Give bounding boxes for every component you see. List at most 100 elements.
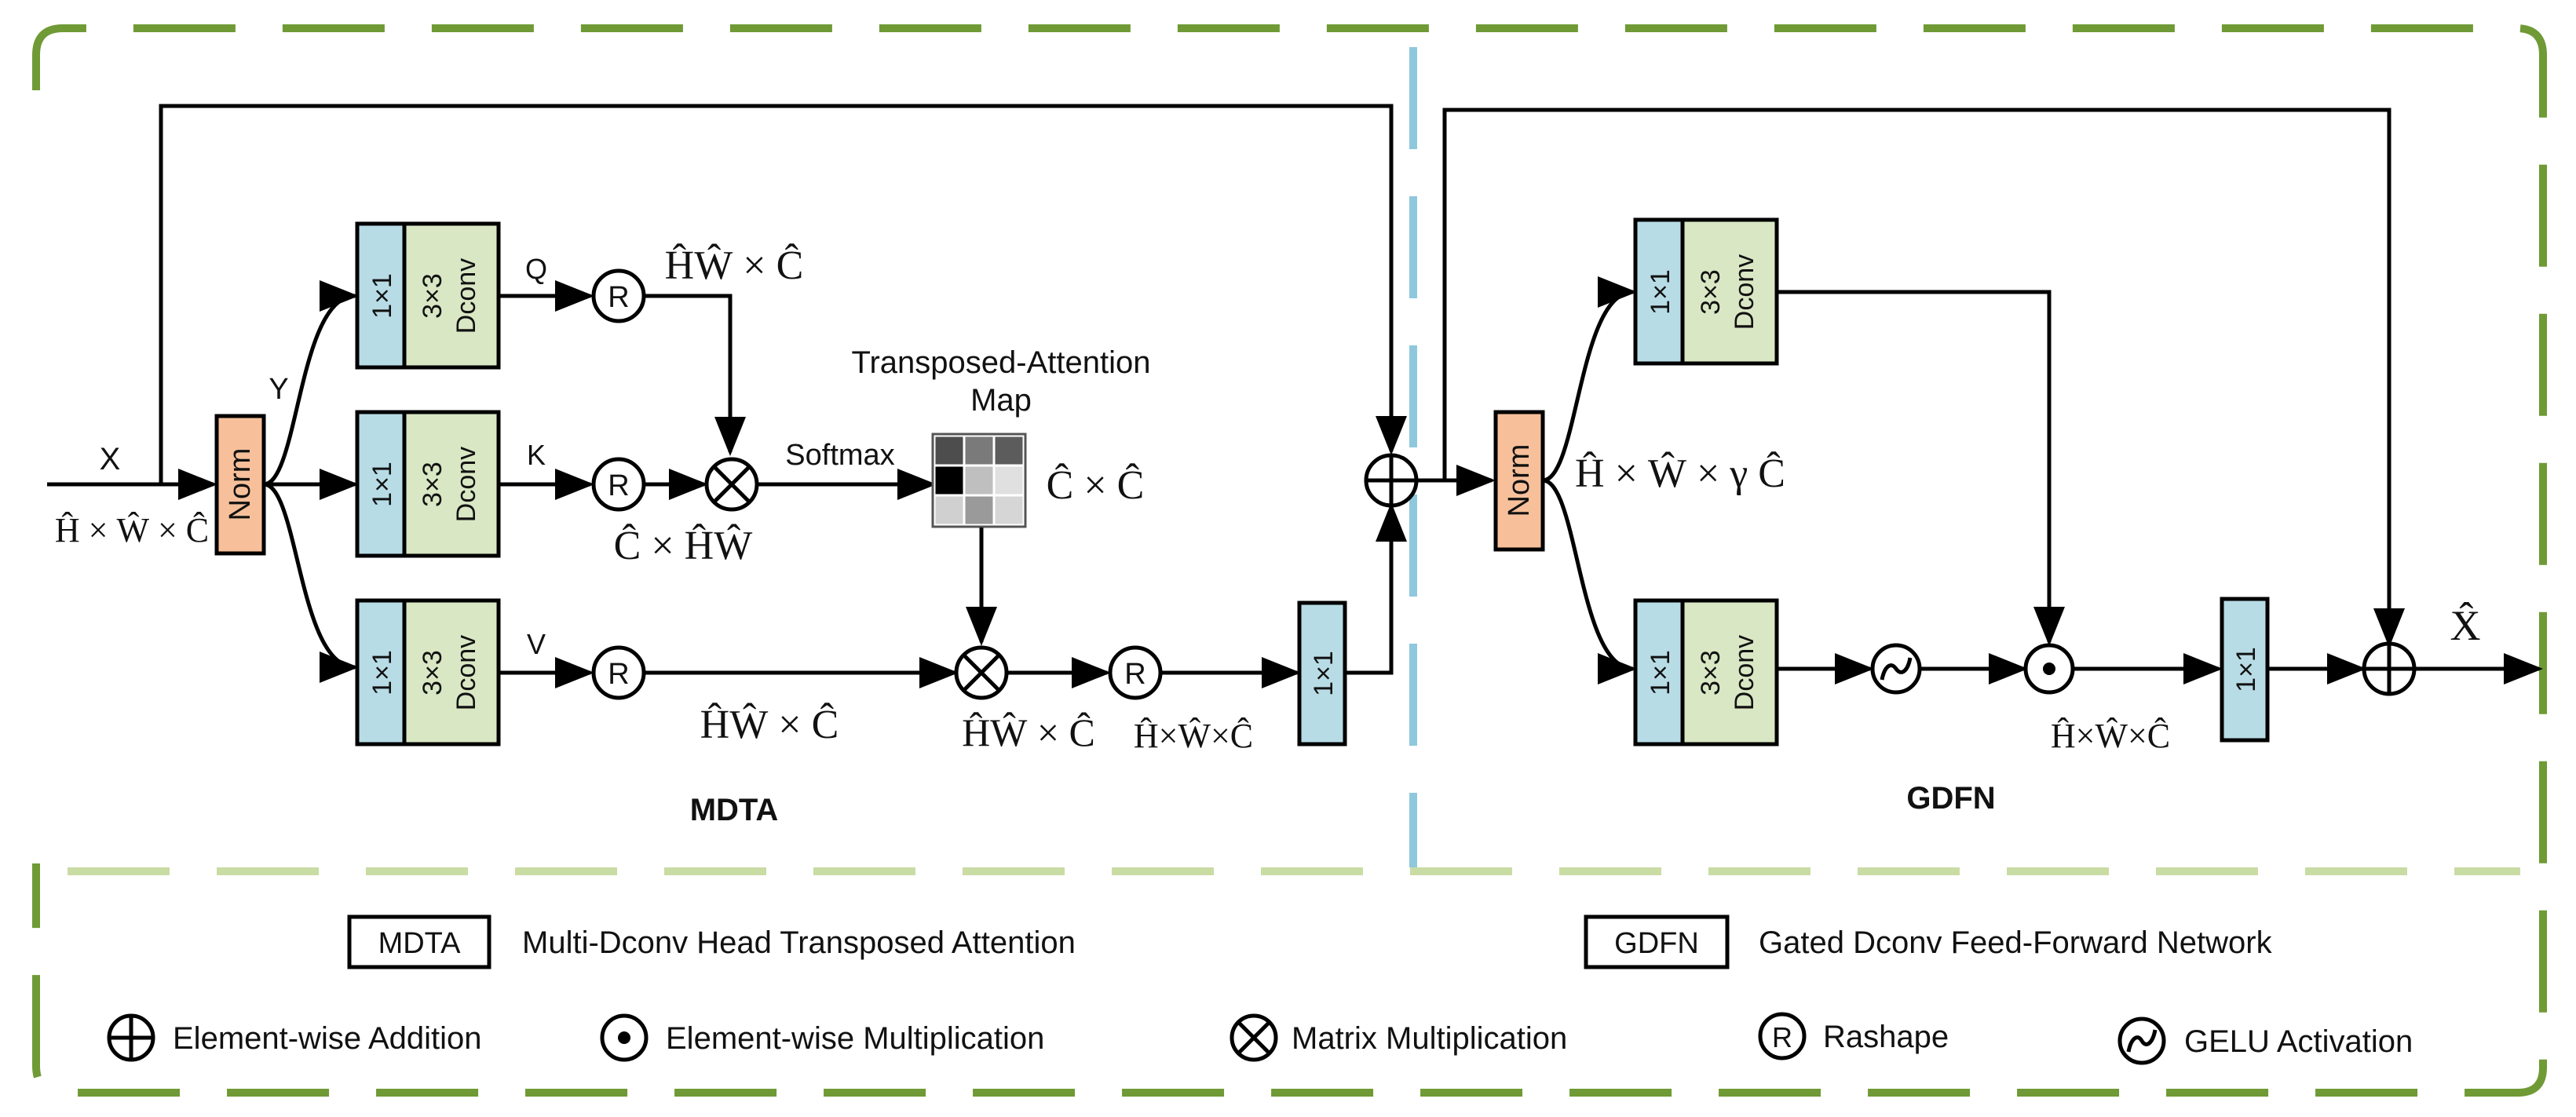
legend-gdfn-box xyxy=(1584,914,1730,969)
gdfn-bottom-conv1x1-label: 1×1 xyxy=(1646,650,1675,695)
legend-emul-icon xyxy=(600,1013,649,1062)
gdfn-block: Norm Ĥ × Ŵ × γ Ĉ 1×1 3×3 Dconv 1×1 3×3 D… xyxy=(1416,108,2543,816)
mdta-residual-path xyxy=(159,104,1407,484)
mdta-v-conv: 1×1 3×3 Dconv xyxy=(355,598,501,746)
attention-map-cell xyxy=(992,464,1025,497)
gdfn-norm-box xyxy=(1493,410,1545,552)
gdfn-top-conv: 1×1 3×3 Dconv xyxy=(1633,217,1779,366)
mdta-q-conv: 1×1 3×3 Dconv xyxy=(355,221,501,370)
mdta-add-op xyxy=(1364,453,1419,508)
legend-mmul-text: Matrix Multiplication xyxy=(1292,1021,1567,1056)
attention-map-cell xyxy=(963,464,996,497)
attention-map-cell xyxy=(933,434,966,467)
k-reshape-symbol: R xyxy=(608,469,629,502)
v-dconv-label-1: 3×3 xyxy=(418,650,448,695)
mdta-branch-q xyxy=(263,280,359,487)
gdfn-top-to-gate-arrow xyxy=(1777,290,2065,646)
legend-mdta-box xyxy=(347,914,491,969)
softmax-label: Softmax xyxy=(785,439,894,472)
attention-title-2: Map xyxy=(970,383,1032,418)
gdfn-top-conv1x1-label: 1×1 xyxy=(1646,269,1675,315)
v-dconv-label-2: Dconv xyxy=(451,635,481,710)
v-conv1x1-box xyxy=(355,598,407,746)
q-conv1x1-label: 1×1 xyxy=(367,273,397,319)
gdfn-add-op xyxy=(2362,641,2417,696)
v-label: V xyxy=(527,628,546,660)
legend-gdfn-text: Gated Dconv Feed-Forward Network xyxy=(1759,925,2273,960)
gdfn-title: GDFN xyxy=(1906,781,1995,816)
attention-map-cell xyxy=(933,464,966,497)
k-conv1x1-box xyxy=(355,410,407,558)
legend-gelu-text: GELU Activation xyxy=(2184,1024,2413,1059)
mdta-k-conv: 1×1 3×3 Dconv xyxy=(355,410,501,558)
legend: MDTA Multi-Dconv Head Transposed Attenti… xyxy=(107,914,2413,1065)
attention-map-cell xyxy=(992,434,1025,467)
legend-reshape-symbol: R xyxy=(1772,1021,1792,1053)
av-matmul-op xyxy=(954,645,1009,700)
gdfn-bottom-dconv-box xyxy=(1680,598,1779,746)
k-dconv-label-1: 3×3 xyxy=(418,462,448,507)
gdfn-bottom-dconv-label-2: Dconv xyxy=(1730,635,1759,710)
gdfn-top-conv1x1-box xyxy=(1633,217,1685,366)
v-dims: ĤŴ × Ĉ xyxy=(700,702,839,747)
attention-map-cell xyxy=(992,494,1025,527)
k-dims: Ĉ × ĤŴ xyxy=(614,523,753,568)
legend-mmul-icon xyxy=(1230,1013,1278,1062)
top-frame-border xyxy=(32,24,2547,1097)
gdfn-branch-top xyxy=(1542,276,1637,483)
qk-matmul-op xyxy=(704,457,759,512)
gdfn-gate-op xyxy=(2023,643,2075,695)
v-reshape-symbol: R xyxy=(608,658,629,691)
attention-map xyxy=(931,433,1027,528)
q-conv1x1-box xyxy=(355,221,407,370)
proj-to-add-arrow xyxy=(1345,502,1407,675)
mdta-y-label: Y xyxy=(269,373,288,406)
gdfn-expand-dims: Ĥ × Ŵ × γ Ĉ xyxy=(1575,451,1785,496)
out-reshape-symbol: R xyxy=(1124,658,1145,691)
mdta-title: MDTA xyxy=(690,793,779,827)
outer-frame xyxy=(32,24,2547,1097)
gdfn-norm-label: Norm xyxy=(1503,444,1536,517)
q-reshape-symbol: R xyxy=(608,281,629,314)
legend-add-text: Element-wise Addition xyxy=(173,1021,482,1056)
q-dconv-label-1: 3×3 xyxy=(418,273,448,319)
v-dconv-box xyxy=(402,598,501,746)
legend-add-icon xyxy=(107,1013,155,1062)
out-reshape-dims: Ĥ×Ŵ×Ĉ xyxy=(1134,717,1253,755)
q-dconv-label-2: Dconv xyxy=(451,258,481,334)
out-mul-dims: ĤŴ × Ĉ xyxy=(962,710,1095,754)
mdta-proj-label: 1×1 xyxy=(1309,651,1339,696)
gdfn-bottom-conv: 1×1 3×3 Dconv xyxy=(1633,598,1779,746)
legend-mdta-box-label: MDTA xyxy=(378,927,461,960)
mdta-norm-box xyxy=(214,414,266,556)
gdfn-gelu-op xyxy=(1870,643,1922,695)
gdfn-top-dconv-label-2: Dconv xyxy=(1730,254,1759,330)
legend-gdfn-box-label: GDFN xyxy=(1614,927,1699,960)
gdfn-top-dconv-label-1: 3×3 xyxy=(1696,269,1726,315)
gdfn-proj-label: 1×1 xyxy=(2231,647,2261,692)
v-conv1x1-label: 1×1 xyxy=(367,650,397,695)
legend-emul-text: Element-wise Multiplication xyxy=(666,1021,1044,1056)
q-dims: ĤŴ × Ĉ xyxy=(665,243,804,288)
mdta-input-label: X xyxy=(100,442,121,476)
k-dconv-box xyxy=(402,410,501,558)
k-label: K xyxy=(527,439,546,471)
mdta-proj-box xyxy=(1297,600,1347,746)
legend-mdta-text: Multi-Dconv Head Transposed Attention xyxy=(522,925,1076,960)
k-conv1x1-label: 1×1 xyxy=(367,462,397,507)
gdfn-output-label: X̂ xyxy=(2450,600,2481,649)
mdta-block: X Ĥ × Ŵ × Ĉ Norm Y 1×1 3×3 Dconv 1×1 3×3… xyxy=(47,104,1419,827)
mdta-branch-v xyxy=(263,482,359,683)
gdfn-gated-dims: Ĥ×Ŵ×Ĉ xyxy=(2051,717,2170,755)
gdfn-bottom-dconv-label-1: 3×3 xyxy=(1696,650,1726,695)
q-to-matmul-arrow xyxy=(644,294,746,456)
attention-map-cell xyxy=(963,494,996,527)
q-label: Q xyxy=(525,253,547,285)
gdfn-branch-bottom xyxy=(1542,478,1637,684)
gdfn-residual-path xyxy=(1442,108,2405,648)
k-dconv-label-2: Dconv xyxy=(451,447,481,522)
mdta-input-dims: Ĥ × Ŵ × Ĉ xyxy=(55,511,209,549)
attention-map-cell xyxy=(963,434,996,467)
legend-reshape-text: Rashape xyxy=(1823,1020,1949,1054)
attention-dims: Ĉ × Ĉ xyxy=(1047,462,1145,508)
